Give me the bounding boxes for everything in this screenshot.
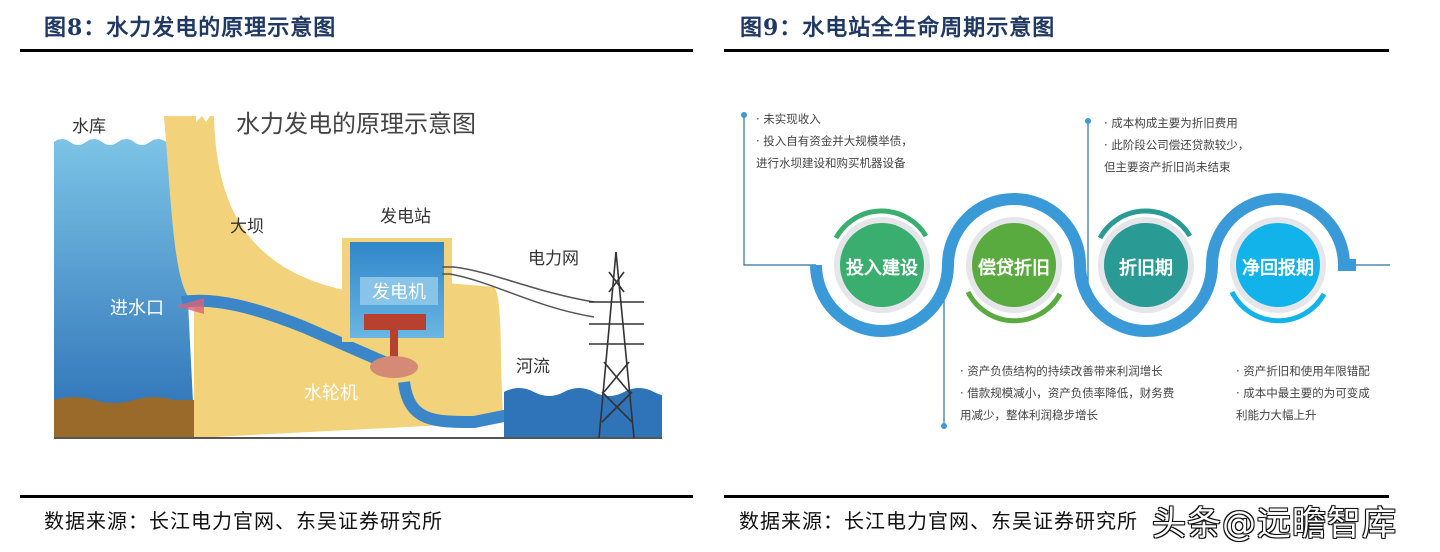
stage-construction: 投入建设 <box>846 258 918 279</box>
label-grid: 电力网 <box>528 249 579 269</box>
power-line <box>442 266 595 303</box>
figure-9-source: 数据来源：长江电力官网、东吴证券研究所 <box>739 509 1138 533</box>
lifecycle-wave <box>741 112 1390 429</box>
marker-dot <box>941 423 947 429</box>
stage-depreciation: 折旧期 <box>1119 258 1173 279</box>
note-stage-2: · 资产负债结构的持续改善带来利润增长 · 借款规模减小，资产负债率降低，财务费… <box>960 364 1175 422</box>
note-stage-4: · 资产折旧和使用年限错配 · 成本中最主要的为可变成 利能力大幅上升 <box>1236 364 1370 422</box>
figure-9-title: 图9：水电站全生命周期示意图 <box>740 15 1056 41</box>
wave-path <box>810 193 1356 337</box>
bottom-rule <box>20 495 693 498</box>
hydropower-illustration <box>54 116 684 439</box>
reservoir-water <box>54 139 194 422</box>
transmission-tower <box>589 251 644 439</box>
connector-lines <box>743 116 1390 425</box>
note-stage-3: · 成本构成主要为折旧费用 · 此阶段公司偿还贷款较少， 但主要资产折旧尚未结束 <box>1104 116 1250 174</box>
tailrace <box>398 381 526 429</box>
power-line <box>442 273 595 318</box>
marker-dot <box>741 112 747 118</box>
label-dam: 大坝 <box>230 217 264 237</box>
river-water <box>504 388 684 438</box>
label-river: 河流 <box>516 357 550 377</box>
label-intake: 进水口 <box>110 298 164 319</box>
top-rule <box>20 49 693 52</box>
note-stage-1: · 未实现收入 · 投入自有资金并大规模举债， 进行水坝建设和购买机器设备 <box>756 112 913 170</box>
label-reservoir: 水库 <box>72 117 106 137</box>
figure-8-source: 数据来源：长江电力官网、东吴证券研究所 <box>44 509 443 533</box>
dam <box>164 116 504 438</box>
label-turbine: 水轮机 <box>304 383 358 404</box>
turbine-runner <box>370 356 418 378</box>
intake-gate <box>176 298 204 314</box>
generator-box <box>360 277 438 305</box>
label-power-station: 发电站 <box>380 207 431 227</box>
watermark: 头条@远瞻智库 <box>1152 504 1397 544</box>
stage-net-return: 净回报期 <box>1242 258 1314 279</box>
figure-8-title: 图8：水力发电的原理示意图 <box>44 15 337 41</box>
stage-circles <box>833 208 1327 324</box>
top-rule <box>724 49 1389 52</box>
ground <box>54 397 194 438</box>
marker-dot <box>1085 118 1091 124</box>
turbine-shaft <box>390 330 398 366</box>
hydropower-diagram: 水力发电的原理示意图 水库 大坝 发电站 电力网 进水口 发电机 河流 水轮机 <box>54 92 684 442</box>
generator-rotor <box>364 314 426 330</box>
label-generator: 发电机 <box>372 282 426 303</box>
bottom-rule <box>724 495 1389 498</box>
figure-9-panel: 图9：水电站全生命周期示意图 数据来源：长江电力官网、东吴证券研究所 <box>720 0 1440 552</box>
figure-8-panel: 图8：水力发电的原理示意图 <box>20 15 693 533</box>
stage-repayment-depreciation: 偿贷折旧 <box>978 258 1050 279</box>
diagram-title: 水力发电的原理示意图 <box>236 110 476 138</box>
lifecycle-diagram: 投入建设 偿贷折旧 折旧期 净回报期 · 未实现收入 · 投入自有资金并大规模举… <box>736 100 1390 440</box>
